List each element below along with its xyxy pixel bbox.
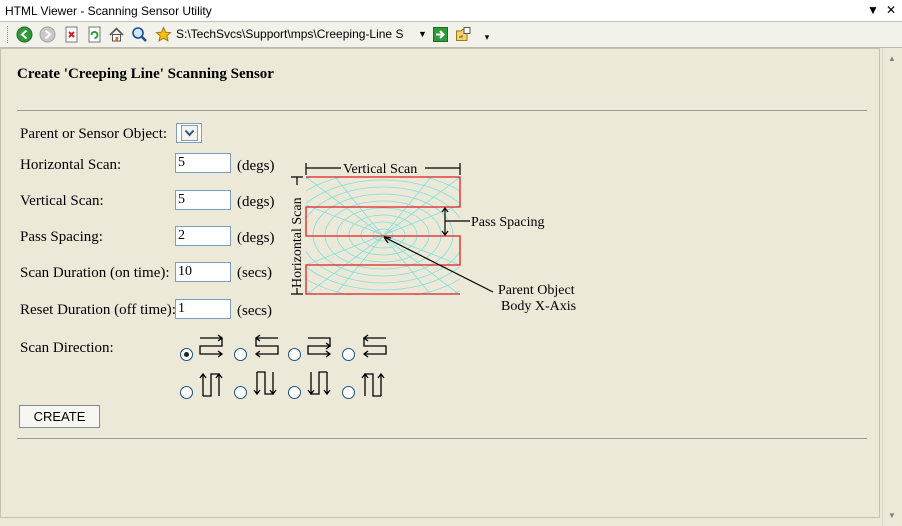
address-field[interactable]: S:\TechSvcs\Support\mps\Creeping-Line S	[176, 27, 404, 41]
scan-duration-label: Scan Duration (on time):	[20, 265, 170, 281]
scan-up-vertical-icon	[199, 372, 223, 397]
search-icon[interactable]	[131, 26, 148, 43]
window-titlebar: HTML Viewer - Scanning Sensor Utility ▼ …	[0, 0, 902, 22]
vertical-scan-label: Vertical Scan:	[20, 193, 104, 209]
direction-radio-5[interactable]	[180, 386, 193, 399]
page-content	[0, 48, 880, 518]
parent-object-select[interactable]	[176, 123, 202, 143]
page-title: Create 'Creeping Line' Scanning Sensor	[17, 66, 274, 82]
vertical-scan-unit: (degs)	[237, 194, 275, 210]
refresh-icon[interactable]	[86, 26, 103, 43]
back-icon[interactable]	[16, 26, 33, 43]
reset-duration-input[interactable]: 1	[175, 299, 231, 319]
reset-duration-label: Reset Duration (off time):	[20, 302, 176, 318]
direction-radio-4[interactable]	[342, 348, 355, 361]
create-button[interactable]: CREATE	[19, 405, 100, 428]
favorites-icon[interactable]	[155, 26, 172, 43]
toolbar-overflow-icon[interactable]: ▾	[484, 32, 490, 42]
bottom-divider	[17, 438, 867, 439]
stop-icon[interactable]	[63, 26, 80, 43]
vertical-scan-input[interactable]: 5	[175, 190, 231, 210]
parent-object-label: Parent or Sensor Object:	[20, 126, 168, 142]
scan-field-pattern	[306, 177, 460, 295]
direction-radio-7[interactable]	[288, 386, 301, 399]
window-title: HTML Viewer - Scanning Sensor Utility	[5, 4, 212, 18]
horizontal-scan-caption: Horizontal Scan	[290, 197, 305, 288]
scan-pattern-diagram: Vertical Scan Horizontal Scan Pass Spaci…	[290, 162, 576, 314]
forward-icon[interactable]	[39, 26, 56, 43]
scan-down-reverse-icon	[307, 371, 331, 396]
direction-radio-2[interactable]	[234, 348, 247, 361]
window-close-button[interactable]: ✕	[885, 3, 897, 17]
pass-spacing-caption: Pass Spacing	[471, 215, 545, 230]
browser-toolbar: S:\TechSvcs\Support\mps\Creeping-Line S …	[0, 22, 902, 48]
scroll-up-icon[interactable]: ▲	[888, 54, 896, 63]
scan-left-down-left-icon	[362, 334, 387, 358]
scan-direction-label: Scan Direction:	[20, 340, 114, 356]
direction-radio-6[interactable]	[234, 386, 247, 399]
scan-duration-unit: (secs)	[237, 265, 272, 281]
vertical-scrollbar[interactable]: ▲ ▼	[882, 48, 902, 526]
scan-duration-input[interactable]: 10	[175, 262, 231, 282]
home-icon[interactable]	[108, 26, 125, 43]
go-icon[interactable]	[432, 26, 449, 43]
scan-right-left-right-icon	[199, 334, 224, 358]
horizontal-scan-input[interactable]: 5	[175, 153, 231, 173]
parent-object-caption: Parent Object	[498, 283, 575, 298]
toolbar-grip[interactable]	[7, 26, 11, 43]
direction-radio-1[interactable]	[180, 348, 193, 361]
scan-left-right-left-icon	[254, 334, 279, 358]
chevron-down-icon[interactable]	[181, 125, 198, 141]
pass-spacing-unit: (degs)	[237, 230, 275, 246]
scan-right-down-right-icon	[307, 337, 332, 358]
body-axis-caption: Body X-Axis	[501, 299, 576, 314]
reset-duration-unit: (secs)	[237, 303, 272, 319]
scan-down-vertical-icon	[253, 371, 277, 396]
pass-spacing-label: Pass Spacing:	[20, 229, 103, 245]
direction-radio-8[interactable]	[342, 386, 355, 399]
direction-radio-3[interactable]	[288, 348, 301, 361]
scan-up-reverse-icon	[361, 372, 385, 397]
top-divider	[17, 110, 867, 111]
address-dropdown-icon[interactable]: ▼	[418, 29, 427, 39]
horizontal-scan-label: Horizontal Scan:	[20, 157, 122, 173]
window-menu-button[interactable]: ▼	[867, 3, 879, 17]
vertical-scan-caption: Vertical Scan	[343, 162, 417, 177]
open-folder-icon[interactable]	[455, 26, 472, 43]
scroll-down-icon[interactable]: ▼	[888, 511, 896, 520]
scan-path	[305, 176, 461, 295]
horizontal-scan-unit: (degs)	[237, 158, 275, 174]
pass-spacing-input[interactable]: 2	[175, 226, 231, 246]
